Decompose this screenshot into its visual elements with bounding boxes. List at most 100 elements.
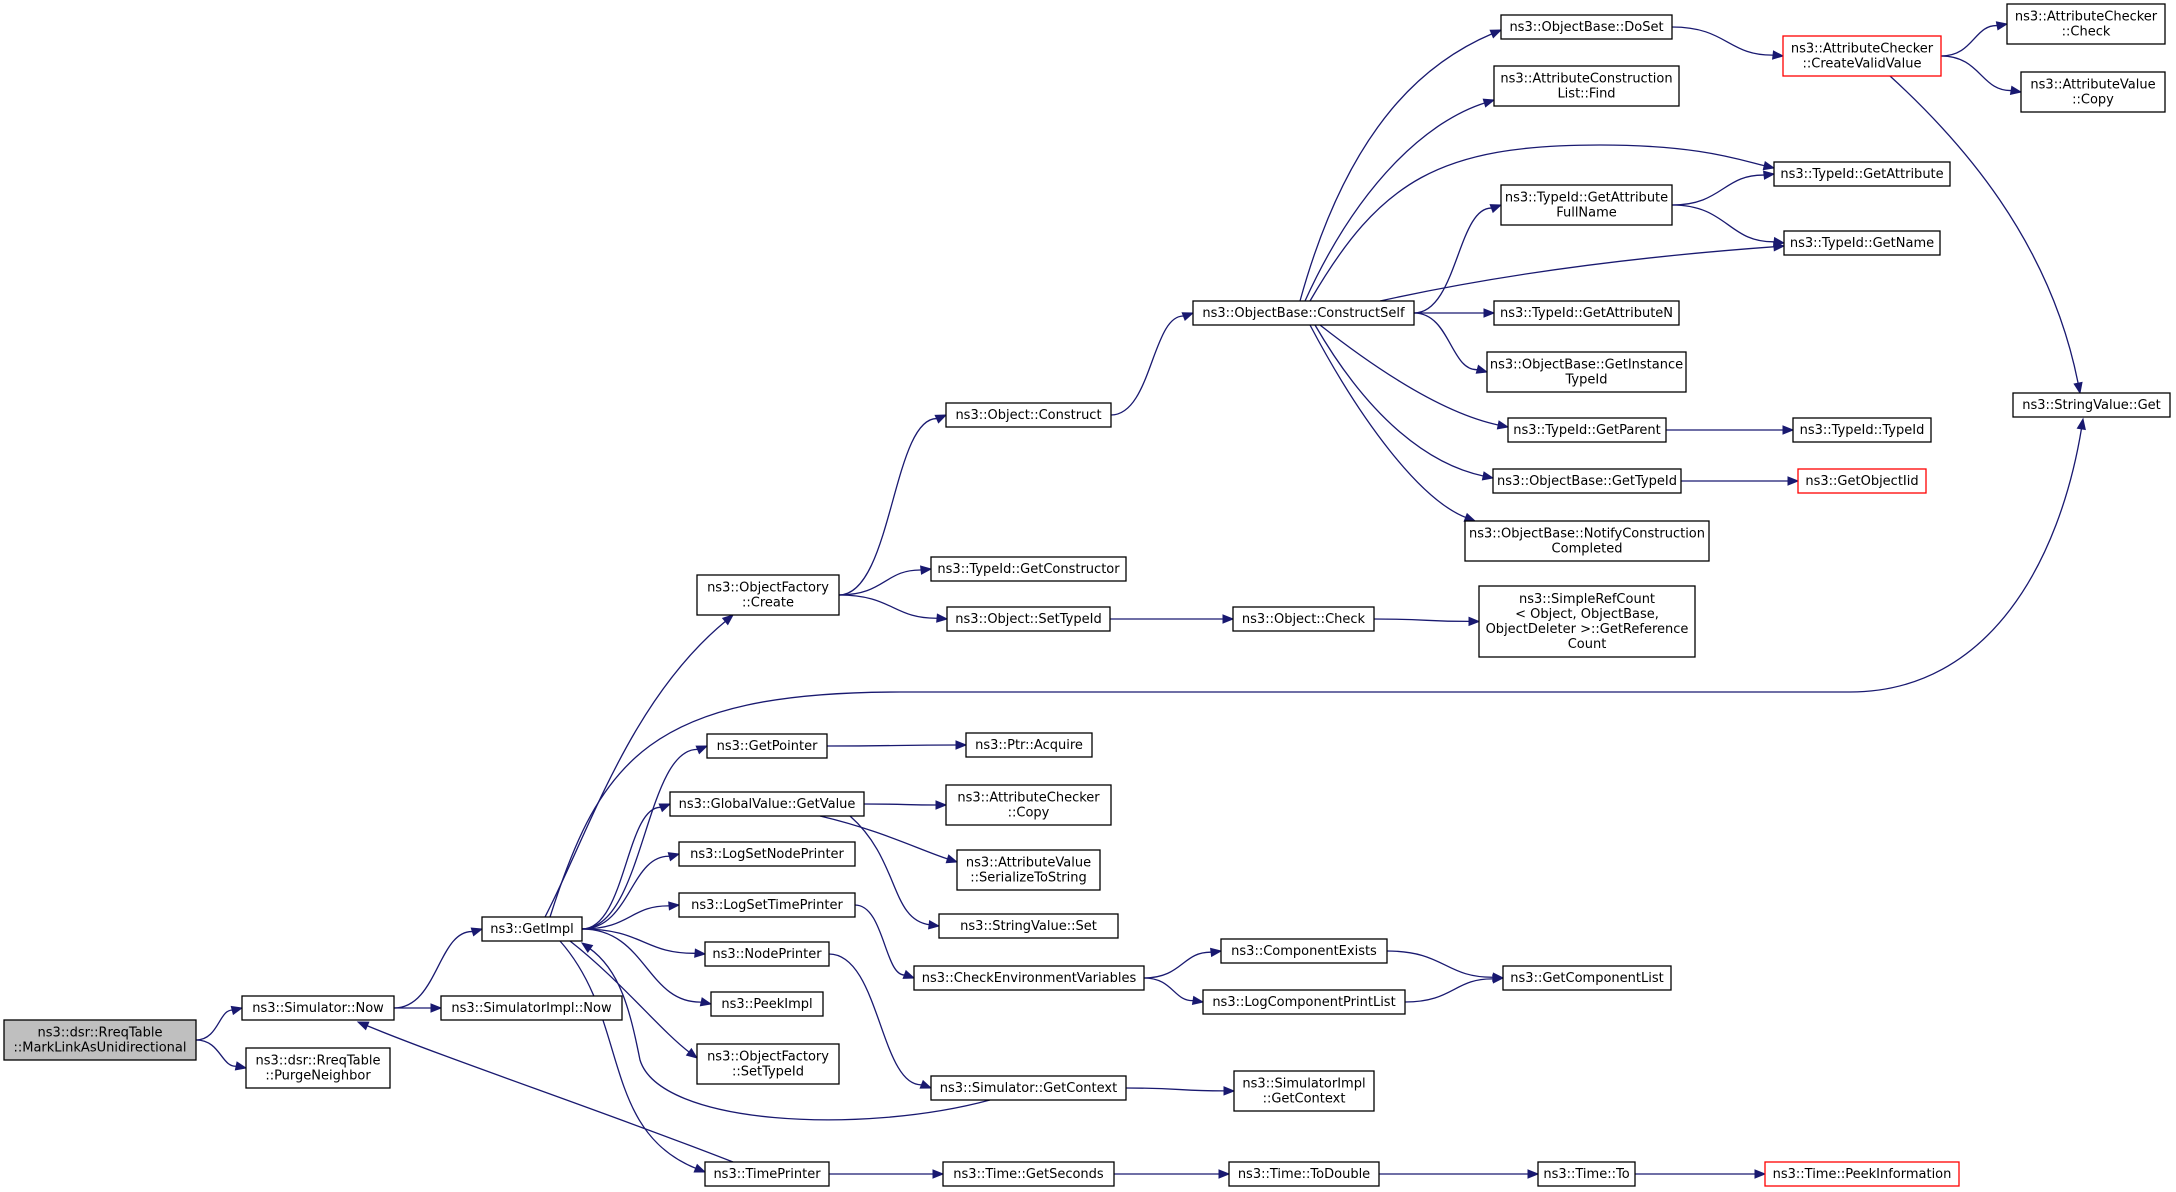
node-label-line: ns3::Time::GetSeconds	[953, 1167, 1104, 1182]
edge-objfactory-create-to-typeid-getconstructor	[838, 565, 933, 596]
edge-line	[1373, 618, 1471, 623]
node-attrvalue-serialize[interactable]: ns3::AttributeValue::SerializeToString	[956, 849, 1101, 891]
node-box	[1233, 1070, 1375, 1112]
edge-get-impl-to-timeprinter	[559, 940, 707, 1173]
node-purge-neighbor[interactable]: ns3::dsr::RreqTable::PurgeNeighbor	[245, 1047, 391, 1089]
node-objfactory-create[interactable]: ns3::ObjectFactory::Create	[696, 574, 840, 616]
edge-line	[581, 905, 671, 930]
node-label-line: ::CreateValidValue	[1803, 57, 1922, 72]
node-logset-timeprinter[interactable]: ns3::LogSetTimePrinter	[678, 892, 856, 918]
edge-get-pointer-to-ptr-acquire	[826, 740, 968, 750]
edge-line	[549, 427, 2083, 918]
node-box	[945, 784, 1112, 826]
node-get-componentlist[interactable]: ns3::GetComponentList	[1502, 965, 1672, 991]
arrowhead-icon	[928, 920, 941, 930]
node-typeid-getparent[interactable]: ns3::TypeId::GetParent	[1507, 417, 1667, 443]
node-objbase-gettypeid[interactable]: ns3::ObjectBase::GetTypeId	[1492, 468, 1682, 494]
node-time-peekinformation[interactable]: ns3::Time::PeekInformation	[1764, 1161, 1960, 1187]
node-simimpl-getcontext[interactable]: ns3::SimulatorImpl::GetContext	[1233, 1070, 1375, 1112]
edge-get-impl-to-peekimpl	[581, 928, 713, 1007]
node-label-line: ns3::TypeId::TypeId	[1800, 423, 1925, 438]
node-peekimpl[interactable]: ns3::PeekImpl	[710, 991, 824, 1017]
node-check-env-vars[interactable]: ns3::CheckEnvironmentVariables	[913, 965, 1145, 991]
node-label-line: ns3::dsr::RreqTable	[38, 1026, 163, 1041]
node-attrvalue-copy[interactable]: ns3::AttributeValue::Copy	[2020, 71, 2166, 113]
arrowhead-icon	[1222, 614, 1235, 624]
node-nodeprinter[interactable]: ns3::NodePrinter	[704, 941, 830, 967]
node-label-line: ns3::Ptr::Acquire	[975, 738, 1083, 753]
node-typeid-getconstructor[interactable]: ns3::TypeId::GetConstructor	[930, 556, 1127, 582]
node-get-impl[interactable]: ns3::GetImpl	[481, 916, 583, 942]
arrowhead-icon	[721, 614, 735, 626]
node-getobjectiid[interactable]: ns3::GetObjectIid	[1797, 468, 1927, 494]
node-attrchecker-check[interactable]: ns3::AttributeChecker::Check	[2006, 3, 2166, 45]
node-label-line: ns3::TypeId::GetAttributeN	[1500, 306, 1673, 321]
node-typeid-getattributen[interactable]: ns3::TypeId::GetAttributeN	[1493, 300, 1680, 326]
edge-line	[195, 1009, 234, 1041]
edge-timeprinter-to-time-getseconds	[829, 1169, 945, 1179]
node-box	[1500, 14, 1673, 40]
arrowhead-icon	[1481, 471, 1495, 481]
node-stringvalue-get[interactable]: ns3::StringValue::Get	[2012, 392, 2171, 418]
node-simplerefcount[interactable]: ns3::SimpleRefCount< Object, ObjectBase,…	[1478, 585, 1696, 658]
node-stringvalue-set[interactable]: ns3::StringValue::Set	[938, 913, 1119, 939]
node-label-line: ns3::Object::Check	[1242, 612, 1366, 627]
edge-object-check-to-simplerefcount	[1373, 616, 1481, 627]
edge-check-env-vars-to-component-exists	[1143, 947, 1223, 979]
edge-time-to-to-time-peekinformation	[1635, 1169, 1767, 1179]
node-box	[2020, 71, 2166, 113]
node-time-to[interactable]: ns3::Time::To	[1537, 1161, 1636, 1187]
arrowhead-icon	[1223, 1086, 1236, 1096]
node-attrchecker-copy[interactable]: ns3::AttributeChecker::Copy	[945, 784, 1112, 826]
edge-get-impl-to-logset-timeprinter	[581, 901, 681, 930]
node-simimpl-now[interactable]: ns3::SimulatorImpl::Now	[440, 995, 623, 1021]
node-get-pointer[interactable]: ns3::GetPointer	[706, 733, 828, 759]
node-rreq-mark: ns3::dsr::RreqTable::MarkLinkAsUnidirect…	[3, 1019, 197, 1061]
node-box	[1220, 938, 1388, 964]
node-box	[696, 574, 840, 616]
node-attrchecker-createvalid[interactable]: ns3::AttributeChecker::CreateValidValue	[1782, 35, 1942, 77]
edge-check-env-vars-to-logcomponent-printlist	[1143, 977, 1205, 1006]
node-component-exists[interactable]: ns3::ComponentExists	[1220, 938, 1388, 964]
node-typeid-getattribute[interactable]: ns3::TypeId::GetAttribute	[1773, 161, 1951, 187]
node-typeid-typeid[interactable]: ns3::TypeId::TypeId	[1792, 417, 1932, 443]
node-box	[3, 1019, 197, 1061]
node-object-construct[interactable]: ns3::Object::Construct	[945, 402, 1112, 428]
node-sim-now[interactable]: ns3::Simulator::Now	[241, 995, 395, 1021]
node-objbase-notifyconstruction[interactable]: ns3::ObjectBase::NotifyConstructionCompl…	[1464, 520, 1710, 562]
node-logcomponent-printlist[interactable]: ns3::LogComponentPrintList	[1202, 989, 1406, 1015]
node-objfactory-settypeid[interactable]: ns3::ObjectFactory::SetTypeId	[696, 1043, 840, 1085]
node-logset-nodeprinter[interactable]: ns3::LogSetNodePrinter	[678, 841, 856, 867]
edge-line	[1319, 324, 1500, 426]
node-typeid-getname[interactable]: ns3::TypeId::GetName	[1783, 230, 1941, 256]
edge-line	[1379, 246, 1776, 302]
node-label-line: ns3::SimulatorImpl::Now	[451, 1001, 612, 1016]
edge-sim-getcontext-to-get-impl	[580, 942, 991, 1121]
arrowhead-icon	[1772, 50, 1785, 60]
node-objbase-doset[interactable]: ns3::ObjectBase::DoSet	[1500, 14, 1673, 40]
node-globalvalue-getvalue[interactable]: ns3::GlobalValue::GetValue	[669, 791, 865, 817]
arrowhead-icon	[919, 1079, 933, 1089]
node-label-line: ns3::Time::ToDouble	[1238, 1167, 1370, 1182]
edge-objbase-constructself-to-attrconstruction-find	[1304, 98, 1496, 302]
node-time-getseconds[interactable]: ns3::Time::GetSeconds	[942, 1161, 1115, 1187]
node-label-line: ns3::LogSetNodePrinter	[690, 847, 844, 862]
node-label-line: ns3::TypeId::GetParent	[1513, 423, 1661, 438]
edge-line	[1940, 24, 1999, 57]
node-label-line: List::Find	[1557, 87, 1615, 102]
edge-object-construct-to-objbase-constructself	[1110, 312, 1195, 416]
node-label-line: ns3::Object::SetTypeId	[955, 612, 1101, 627]
node-box	[1486, 351, 1687, 393]
arrowhead-icon	[694, 948, 707, 958]
node-object-check[interactable]: ns3::Object::Check	[1232, 606, 1375, 632]
node-object-settypeid[interactable]: ns3::Object::SetTypeId	[946, 606, 1111, 632]
node-timeprinter[interactable]: ns3::TimePrinter	[704, 1161, 830, 1187]
edge-time-todouble-to-time-to	[1379, 1169, 1540, 1179]
node-time-todouble[interactable]: ns3::Time::ToDouble	[1228, 1161, 1380, 1187]
node-objbase-constructself[interactable]: ns3::ObjectBase::ConstructSelf	[1192, 300, 1415, 326]
node-sim-getcontext[interactable]: ns3::Simulator::GetContext	[930, 1075, 1127, 1101]
node-ptr-acquire[interactable]: ns3::Ptr::Acquire	[965, 732, 1093, 758]
